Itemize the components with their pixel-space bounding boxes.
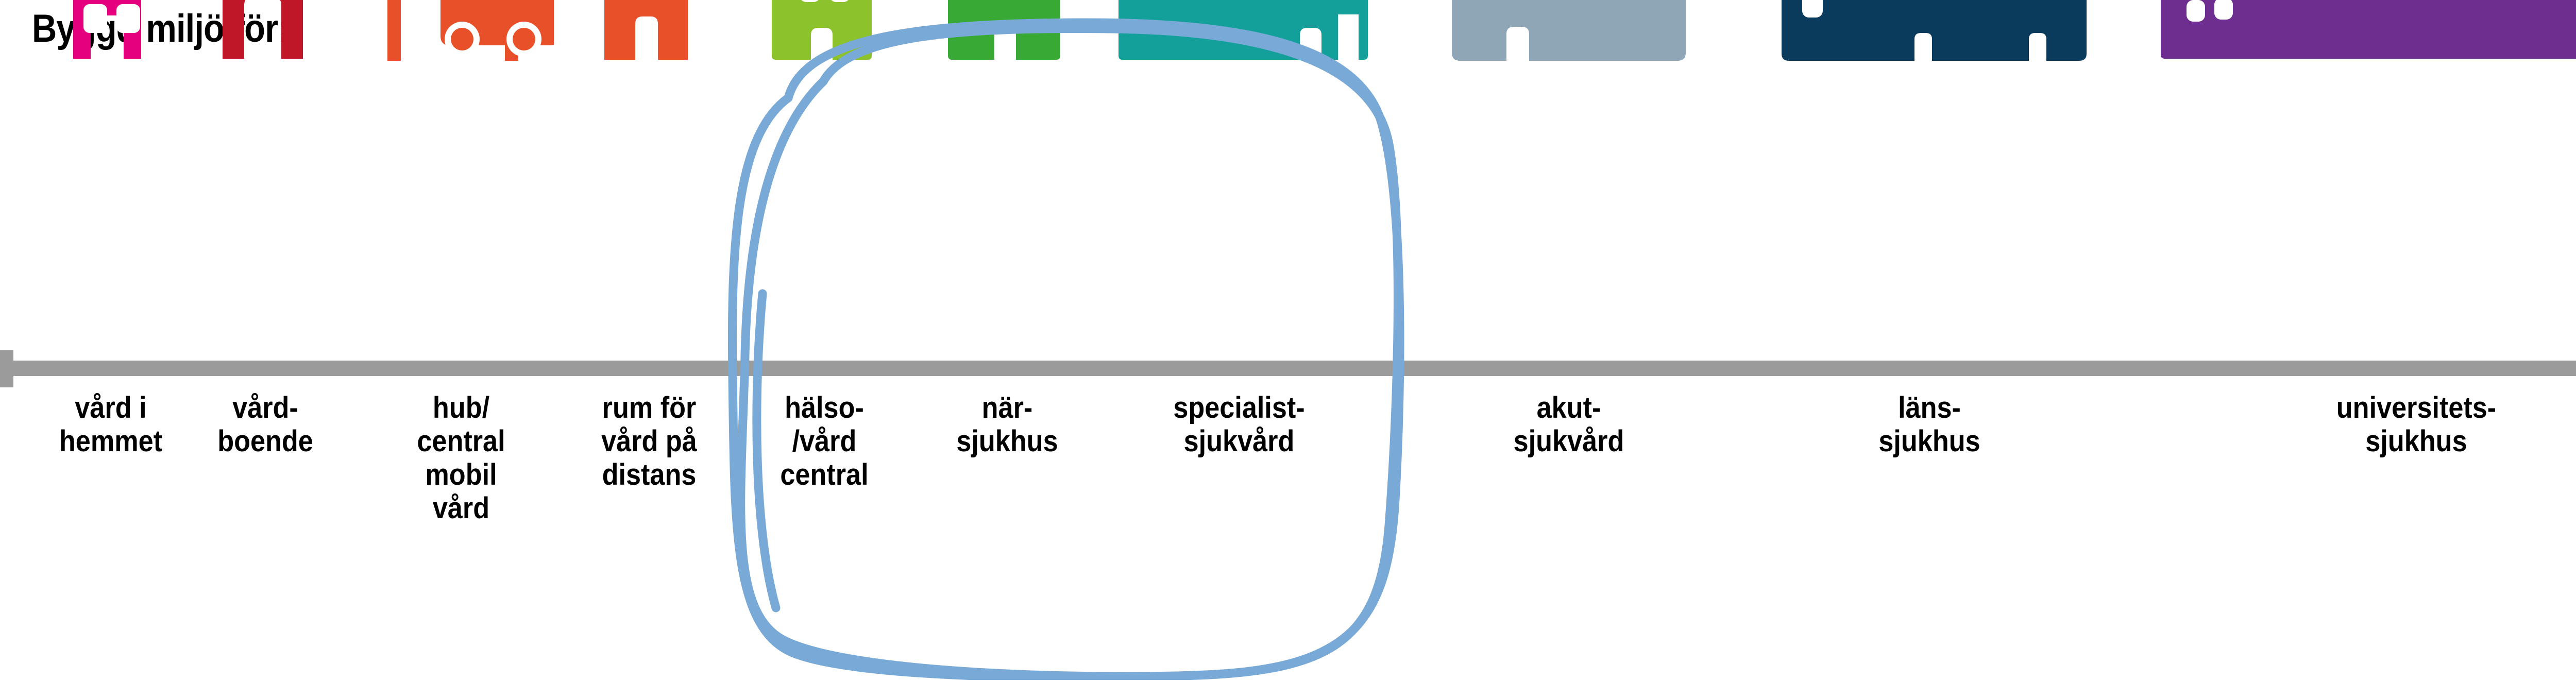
icon-specialistsjukvard[interactable]	[1110, 0, 1368, 61]
baseline-left-cap	[0, 350, 13, 387]
icon-hub-central-mobil-vard[interactable]	[384, 0, 554, 61]
label-universitetssjukhus: universitets- sjukhus	[2336, 391, 2497, 458]
label-rum-for-vard-pa-distans: rum för vård på distans	[601, 391, 697, 491]
icon-narsjukhus[interactable]	[939, 0, 1067, 61]
icon-vardboende[interactable]	[191, 0, 335, 61]
slanted-block-icon	[948, 0, 1060, 60]
label-specialistsjukvard: specialist- sjukvård	[1173, 391, 1305, 458]
label-akutsjukvard: akut- sjukvård	[1513, 391, 1624, 458]
bus-icon	[440, 0, 554, 57]
wide-building-with-peak-icon	[1118, 0, 1368, 60]
label-lanssjukhus: läns- sjukhus	[1878, 391, 1980, 458]
icon-universitetssjukhus[interactable]	[2154, 0, 2576, 61]
icon-rum-for-vard-pa-distans[interactable]	[580, 0, 719, 61]
icon-akutsjukvard[interactable]	[1443, 0, 1695, 61]
label-vard-i-hemmet: vård i hemmet	[59, 391, 163, 458]
two-tone-house-icon	[604, 0, 688, 60]
tall-house-icon	[772, 0, 872, 60]
label-halso-vardcentral: hälso- /vård central	[780, 391, 869, 491]
icon-lanssjukhus[interactable]	[1772, 0, 2087, 61]
small-house-icon	[73, 0, 141, 59]
large-hospital-icon	[1782, 0, 2087, 61]
hospital-complex-icon	[2161, 0, 2576, 59]
label-narsjukhus: när- sjukhus	[956, 391, 1058, 458]
icon-vard-i-hemmet[interactable]	[41, 0, 175, 61]
hospital-with-red-cross-icon	[1452, 0, 1686, 61]
house-icon	[223, 0, 303, 59]
house-outline-with-bus-icon	[387, 0, 554, 61]
label-vardboende: vård- boende	[217, 391, 313, 458]
label-hub-central-mobil-vard: hub/ central mobil vård	[417, 391, 505, 525]
icon-halso-vardcentral[interactable]	[757, 0, 886, 61]
